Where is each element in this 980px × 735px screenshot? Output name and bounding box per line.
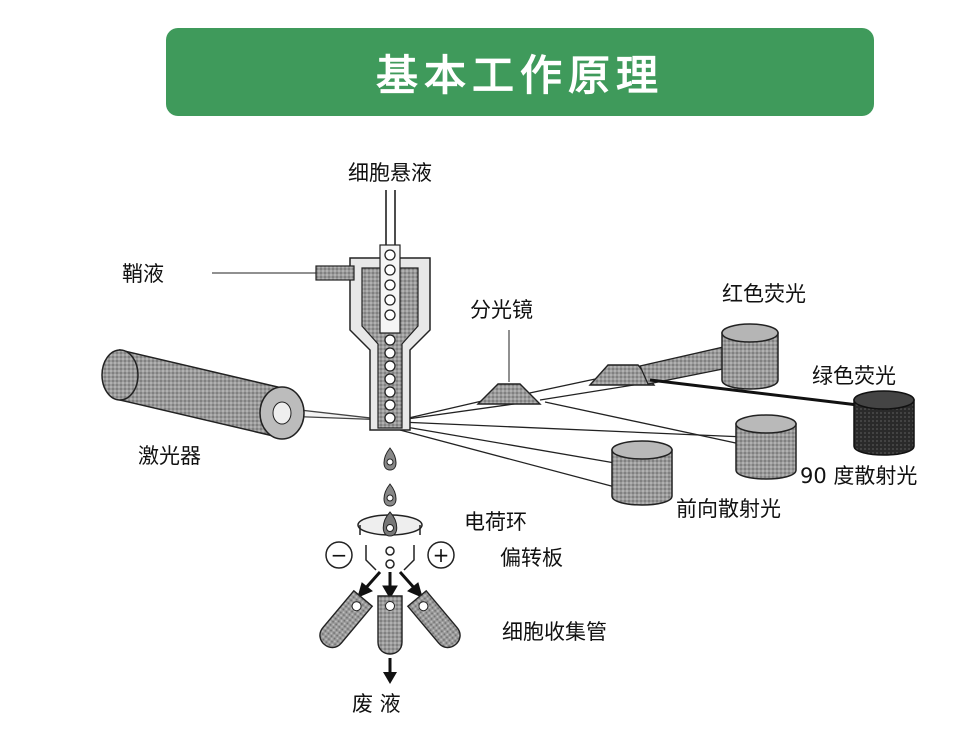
label-collection-tube: 细胞收集管 bbox=[502, 620, 607, 644]
title-banner: 基本工作原理 bbox=[166, 28, 874, 116]
label-green-fluorescence: 绿色荧光 bbox=[812, 364, 896, 388]
beam-splitter-1 bbox=[476, 383, 542, 405]
label-waste: 废 液 bbox=[352, 692, 401, 716]
label-charge-ring: 电荷环 bbox=[464, 510, 527, 534]
label-laser: 激光器 bbox=[138, 444, 201, 468]
center-collection-tube bbox=[377, 595, 403, 655]
cells-in-stream bbox=[384, 249, 396, 424]
deflection-plates bbox=[365, 545, 415, 571]
side-scatter-detector bbox=[735, 414, 797, 480]
left-collection-tube bbox=[319, 589, 374, 649]
green-fluorescence-detector bbox=[649, 378, 915, 456]
red-fluorescence-detector bbox=[639, 323, 779, 390]
droplets bbox=[383, 447, 397, 507]
charge-ring bbox=[357, 511, 423, 537]
beam-splitter-2 bbox=[588, 364, 656, 386]
label-cell-suspension: 细胞悬液 bbox=[348, 161, 432, 185]
sorting-arrows bbox=[357, 571, 423, 599]
light-beams bbox=[212, 190, 746, 488]
negative-plate-symbol: − bbox=[331, 543, 348, 567]
page-title: 基本工作原理 bbox=[375, 50, 664, 100]
flow-chamber bbox=[315, 244, 431, 431]
label-forward-scatter: 前向散射光 bbox=[676, 497, 781, 521]
sheath-inlet bbox=[315, 265, 355, 281]
right-collection-tube bbox=[406, 589, 461, 649]
laser-device bbox=[101, 349, 305, 440]
label-side-scatter: 90 度散射光 bbox=[800, 464, 918, 488]
forward-scatter-detector bbox=[611, 440, 673, 506]
label-deflection-plate: 偏转板 bbox=[500, 546, 563, 570]
label-beam-splitter: 分光镜 bbox=[470, 298, 533, 322]
negative-plate-icon: − bbox=[325, 541, 353, 569]
collection-tubes bbox=[319, 589, 461, 684]
positive-plate-icon: + bbox=[427, 541, 455, 569]
positive-plate-symbol: + bbox=[433, 543, 450, 567]
label-red-fluorescence: 红色荧光 bbox=[722, 282, 806, 306]
beam-splitters bbox=[476, 364, 656, 405]
label-sheath-fluid: 鞘液 bbox=[122, 262, 164, 286]
